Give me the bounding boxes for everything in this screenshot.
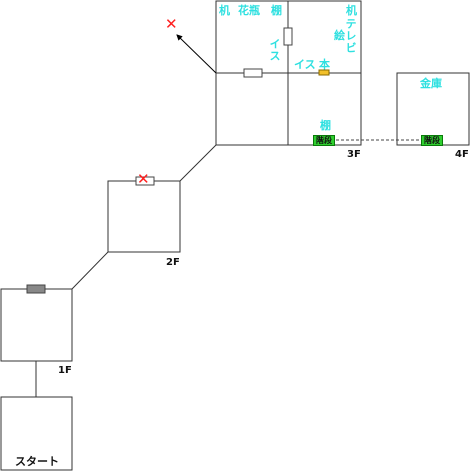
door-2f[interactable] xyxy=(135,176,155,186)
door-3f-middle[interactable] xyxy=(283,27,293,46)
door-3f-left[interactable] xyxy=(243,68,263,78)
floor-label-4f: 4F xyxy=(455,149,469,160)
shelf-bottom-label: 棚 xyxy=(320,119,331,132)
safe-label[interactable]: 金庫 xyxy=(420,77,442,90)
book-label: 本 xyxy=(319,58,330,71)
book-item[interactable] xyxy=(318,69,330,76)
door-1f[interactable] xyxy=(26,284,46,294)
stairs-3f[interactable]: 階段 xyxy=(313,135,335,146)
exit-arrow xyxy=(176,34,217,74)
blocked-exit-icon: ✕ xyxy=(165,15,178,33)
floor-label-2f: 2F xyxy=(166,257,180,268)
path-2f-3f xyxy=(179,144,217,182)
chair-left-label: イス xyxy=(268,38,281,62)
flower-vase-label: 花瓶 xyxy=(238,4,260,17)
stairs-4f[interactable]: 階段 xyxy=(421,135,443,146)
room-2f xyxy=(107,180,181,253)
desk-left-label: 机 xyxy=(219,4,230,17)
desk-right-label: 机 xyxy=(346,4,357,17)
floor-label-1f: 1F xyxy=(58,365,72,376)
start-label: スタート xyxy=(15,455,59,468)
floor-label-3f: 3F xyxy=(347,149,361,160)
chair-right-label: イス xyxy=(294,58,316,71)
painting-label: 絵 xyxy=(334,29,345,42)
blocked-door-icon: ✕ xyxy=(137,170,150,188)
path-1f-2f xyxy=(71,251,109,290)
room-1f xyxy=(0,288,73,362)
tv-label: テレビ xyxy=(344,18,357,54)
shelf-top-label: 棚 xyxy=(271,4,282,17)
